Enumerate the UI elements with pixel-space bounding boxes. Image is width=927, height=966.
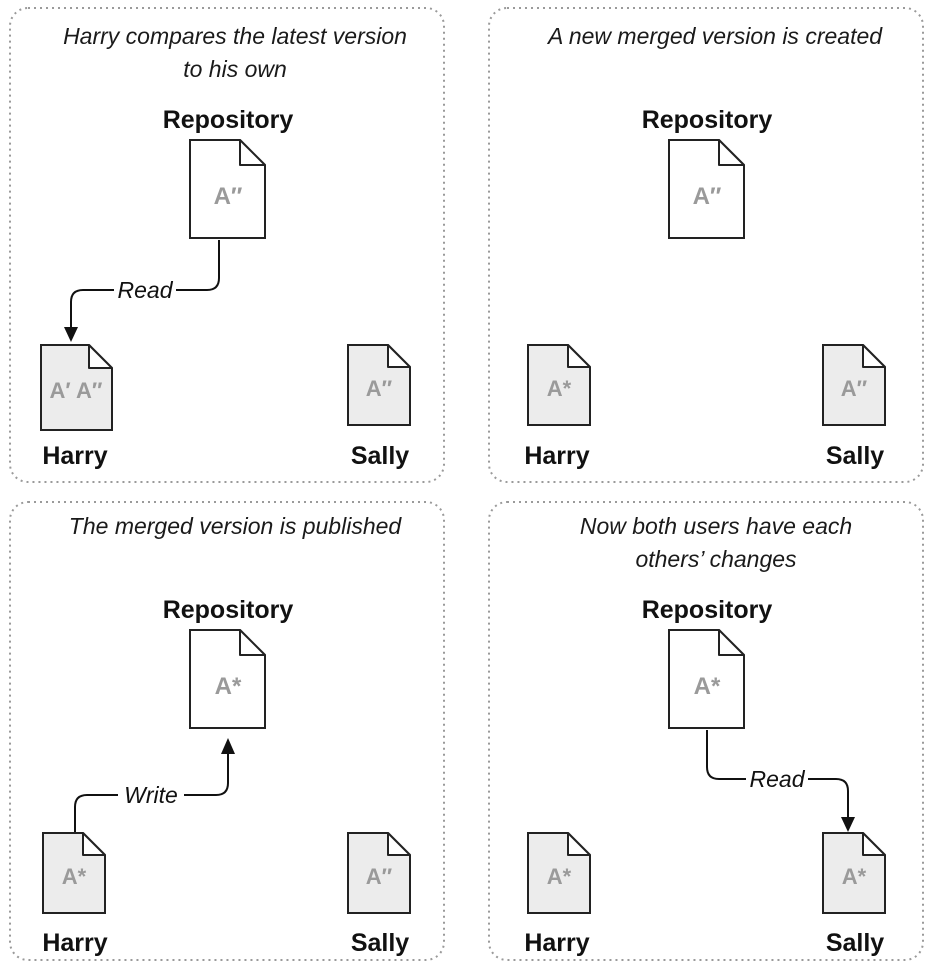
document-version: A″ [841,376,868,401]
flow-label: Write [124,782,178,808]
repository-label: Repository [642,106,773,134]
flow-label: Read [118,277,174,303]
document-version: A″ [366,376,393,401]
document-version: A* [842,864,867,889]
harry-label: Harry [42,929,107,957]
repository-document-icon: A* [668,629,745,729]
panel-harry-compares: Harry compares the latest version to his… [9,7,445,483]
arrowhead [221,738,235,754]
panel-frame [9,501,445,961]
panel-caption-line-2: others’ changes [635,546,797,572]
repository-label: Repository [163,106,294,134]
document-version: A′ A″ [50,378,103,403]
harry-label: Harry [524,929,589,957]
panel-frame [488,7,924,483]
harry-document-icon: A* [527,832,591,914]
read-flow-arrow: Read [64,240,220,342]
harry-label: Harry [42,442,107,470]
panel-caption-line-1: Harry compares the latest version [63,23,407,49]
harry-label: Harry [524,442,589,470]
sally-document-icon: A″ [822,344,886,426]
flow-label: Read [750,766,806,792]
write-flow-arrow: Write [74,738,235,832]
document-version: A* [62,864,87,889]
harry-document-icon: A* [42,832,106,914]
sally-label: Sally [351,442,409,470]
panel-frame [9,7,445,483]
panel-both-synced: Now both users have each others’ changes… [488,501,924,961]
panel-caption-line-1: A new merged version is created [546,23,883,49]
sally-document-icon: A″ [347,832,411,914]
repository-document-icon: A″ [189,139,266,239]
panel-merged-published: The merged version is published Reposito… [9,501,445,961]
document-version: A* [547,864,572,889]
document-version: A* [215,673,242,700]
document-version: A* [694,673,721,700]
sally-document-icon: A″ [347,344,411,426]
read-flow-arrow: Read [706,730,855,832]
repository-document-icon: A* [189,629,266,729]
repository-label: Repository [163,596,294,624]
sally-document-icon: A* [822,832,886,914]
repository-label: Repository [642,596,773,624]
document-version: A* [547,376,572,401]
panel-caption-line-2: to his own [183,56,287,82]
sally-label: Sally [351,929,409,957]
arrowhead [841,817,855,832]
arrowhead [64,327,78,342]
harry-document-icon: A* [527,344,591,426]
document-version: A″ [366,864,393,889]
sally-label: Sally [826,442,884,470]
document-version: A″ [214,183,243,210]
sally-label: Sally [826,929,884,957]
panel-merged-created: A new merged version is created Reposito… [488,7,924,483]
harry-document-icon: A′ A″ [40,344,113,431]
document-version: A″ [693,183,722,210]
panel-caption-line-1: The merged version is published [69,513,403,539]
panel-caption-line-1: Now both users have each [580,513,852,539]
repository-document-icon: A″ [668,139,745,239]
